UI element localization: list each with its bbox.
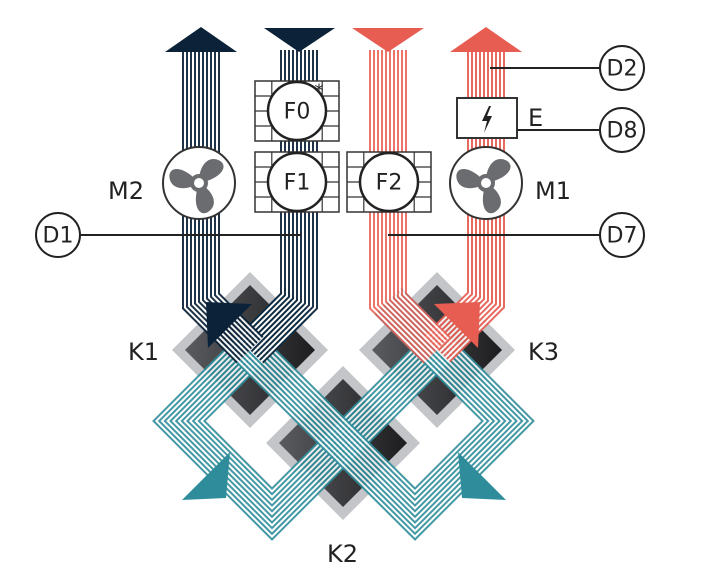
arrow-down-left-icon [182,452,230,500]
callout-d2: D2 [599,45,645,91]
label-k3: K3 [528,338,559,366]
arrow-up-left-icon [206,302,252,348]
leader-lines [80,67,600,236]
callout-d7-label: D7 [607,224,638,249]
label-m2: M2 [108,177,144,205]
callout-d2-label: D2 [607,57,638,82]
label-k1: K1 [128,338,159,366]
label-m1: M1 [535,177,571,205]
filter-f1-label: F1 [284,171,311,196]
fan-icon [162,146,236,220]
filter-f2-label: F2 [376,171,403,196]
callout-d8-label: D8 [607,119,638,144]
airflow-extract-inlet [369,50,451,364]
callout-d7: D7 [599,212,645,258]
arrow-up-right-icon [434,302,480,348]
callout-d1: D1 [35,212,81,258]
arrow-down-icon [264,28,335,52]
arrow-up-icon [165,27,237,52]
label-e: E [528,104,543,132]
lightning-icon [482,106,492,133]
airflow-exhaust-outlet [182,50,264,364]
arrow-up-icon [450,27,522,52]
filter-f0-label: F0 [284,100,311,125]
filter-f2: F2 [346,151,432,213]
filter-f1: F1 [254,151,340,213]
filter-f0-mark: * [315,81,324,102]
filter-f0: F0* [254,80,340,142]
callout-d1-label: D1 [43,224,74,249]
label-k2: K2 [327,540,358,568]
callout-d8: D8 [599,107,645,153]
arrow-down-icon [352,28,424,52]
electric-heater [456,97,518,139]
arrow-down-right-icon [458,452,506,500]
fan-icon [449,146,523,220]
